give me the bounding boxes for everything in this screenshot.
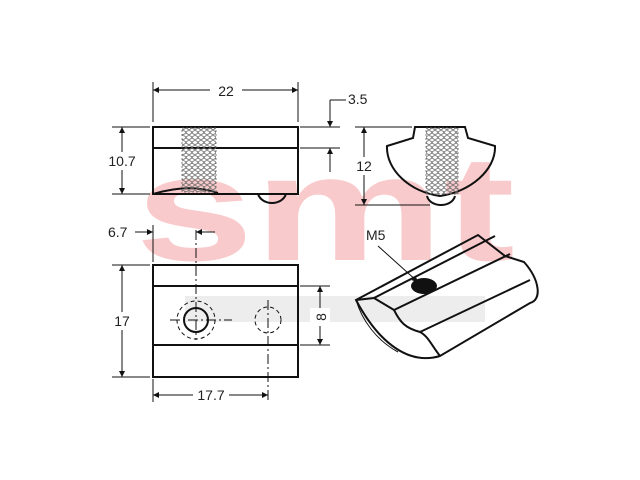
dim-body-height: 17 [110, 264, 150, 378]
dim-front-height: 10.7 [106, 126, 150, 195]
isometric-view [354, 233, 539, 360]
front-view [152, 126, 299, 204]
dim-17-7-label: 17.7 [197, 387, 224, 403]
dim-10-7-label: 10.7 [108, 153, 135, 169]
thread-callout: M5 [366, 227, 419, 283]
dim-slot-width: 8 [300, 285, 330, 346]
dim-8-label: 8 [313, 313, 329, 321]
dim-hole-spacing: 17.7 [152, 379, 268, 404]
dim-top-width: 22 [152, 80, 299, 122]
dim-hole-offset: 6.7 [108, 224, 215, 262]
dim-top-step: 3.5 [300, 91, 368, 172]
plan-view [152, 230, 299, 400]
dim-side-height: 12 [352, 126, 430, 206]
dim-22-label: 22 [218, 83, 234, 99]
dim-17-label: 17 [114, 313, 130, 329]
dim-6-7-label: 6.7 [108, 224, 128, 240]
dim-3-5-label: 3.5 [348, 91, 368, 107]
thread-label: M5 [366, 227, 386, 243]
watermark-band [185, 296, 485, 322]
side-view [385, 126, 497, 206]
dim-12-label: 12 [356, 158, 372, 174]
